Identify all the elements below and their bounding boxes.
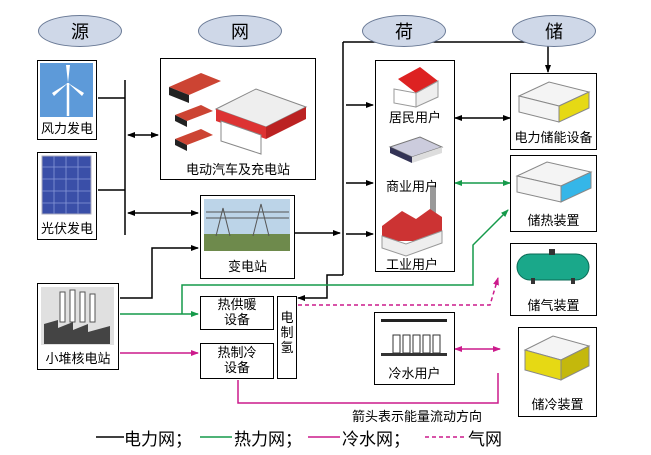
heating-label: 热供暖 设备 [217, 298, 257, 328]
legend-power: 电力网； [124, 430, 192, 450]
nuclear-label: 小堆核电站 [45, 352, 111, 367]
ev-charging-icon [169, 73, 308, 155]
commercial-label: 商业用户 [386, 180, 439, 195]
cool-water-label: 冷水用户 [388, 367, 441, 382]
heat-network-lines [120, 180, 511, 317]
legend-heat: 热力网； [234, 430, 302, 450]
pv-power-box: 光伏发电 [37, 152, 97, 240]
hydrogen-label: 电 制 氢 [280, 311, 294, 356]
substation-label: 变电站 [227, 260, 267, 275]
wind-power-box: 风力发电 [37, 60, 97, 140]
cool-water-icon [381, 319, 447, 356]
heat-storage-box: 储热装置 [510, 155, 597, 232]
load-users-box [375, 60, 455, 272]
cold-storage-box: 储冷装置 [518, 327, 597, 417]
legend-cold: 冷水网； [342, 430, 410, 450]
heating-device-box: 热供暖 设备 [200, 296, 274, 330]
legend-gas: 气网 [468, 430, 502, 450]
industrial-label: 工业用户 [386, 258, 439, 273]
cooling-label: 热制冷 设备 [217, 346, 257, 376]
user-buildings-icon [381, 67, 444, 257]
pv-label: 光伏发电 [40, 222, 93, 237]
cold-storage-label: 储冷装置 [531, 398, 584, 413]
nuclear-plant-box: 小堆核电站 [37, 283, 119, 370]
cold-storage-icon [523, 335, 591, 381]
arrow-note: 箭头表示能量流动方向 [352, 410, 483, 425]
substation-box: 变电站 [200, 195, 295, 279]
gas-storage-box: 储气装置 [510, 243, 597, 316]
solar-panel-icon [41, 155, 92, 215]
cooling-device-box: 热制冷 设备 [200, 343, 274, 379]
electric-storage-box: 电力储能设备 [510, 73, 597, 150]
cold-network-lines [120, 277, 501, 404]
header-load: 荷 [362, 15, 446, 47]
substation-photo [204, 199, 290, 251]
header-source: 源 [38, 15, 122, 47]
ev-label: 电动汽车及充电站 [185, 163, 290, 178]
wind-label: 风力发电 [40, 122, 93, 137]
header-grid: 网 [198, 15, 282, 47]
nuclear-plant-icon [41, 287, 114, 345]
heat-storage-icon [515, 161, 593, 203]
electric-storage-label: 电力储能设备 [514, 131, 593, 146]
ev-station-box: 电动汽车及充电站 [160, 58, 316, 180]
gas-storage-label: 储气装置 [527, 299, 580, 314]
gas-tank-icon [516, 249, 590, 284]
hydrogen-box: 电 制 氢 [277, 296, 297, 379]
header-storage: 储 [512, 15, 596, 47]
wind-turbine-icon [40, 63, 93, 117]
resident-label: 居民用户 [389, 111, 442, 126]
cool-water-users-box: 冷水用户 [374, 312, 455, 385]
heat-storage-label: 储热装置 [527, 214, 580, 229]
battery-storage-icon [517, 81, 591, 123]
